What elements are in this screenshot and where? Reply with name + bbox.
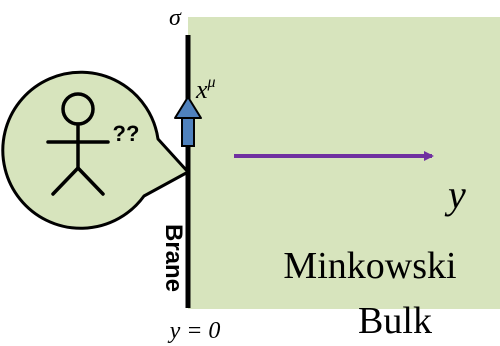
brane-label: Brane [160,224,187,292]
bulk-label-line2: Bulk [358,300,432,342]
speech-bubble [1,70,190,230]
x-mu-arrow [174,96,202,147]
x-mu-label: xμ [195,74,216,104]
y-equals-zero-label: y = 0 [168,318,221,344]
sigma-label: σ [169,5,182,31]
bulk-label-line1: Minkowski [283,245,456,287]
question-marks: ?? [113,121,140,146]
minkowski-bulk-region [188,17,500,309]
y-axis-label: y [444,172,466,217]
stick-figure-icon [46,92,110,196]
